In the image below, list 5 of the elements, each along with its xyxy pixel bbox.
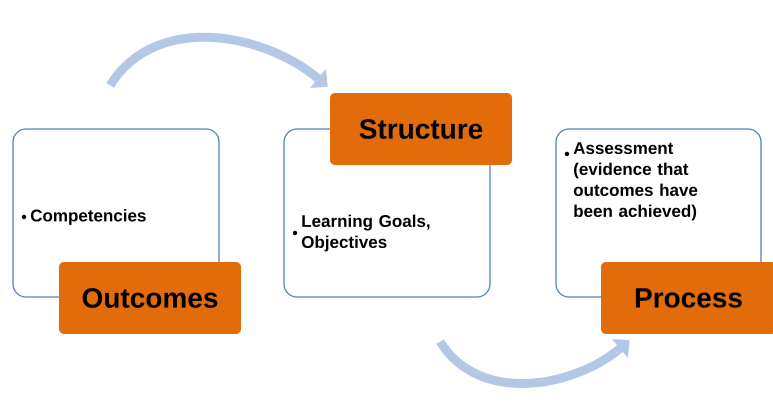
curved-arrow <box>106 32 328 88</box>
title-tab: Structure <box>330 93 512 165</box>
title-tab: Outcomes <box>59 262 241 334</box>
title-tab: Process <box>601 262 773 334</box>
curved-arrow <box>436 338 630 388</box>
